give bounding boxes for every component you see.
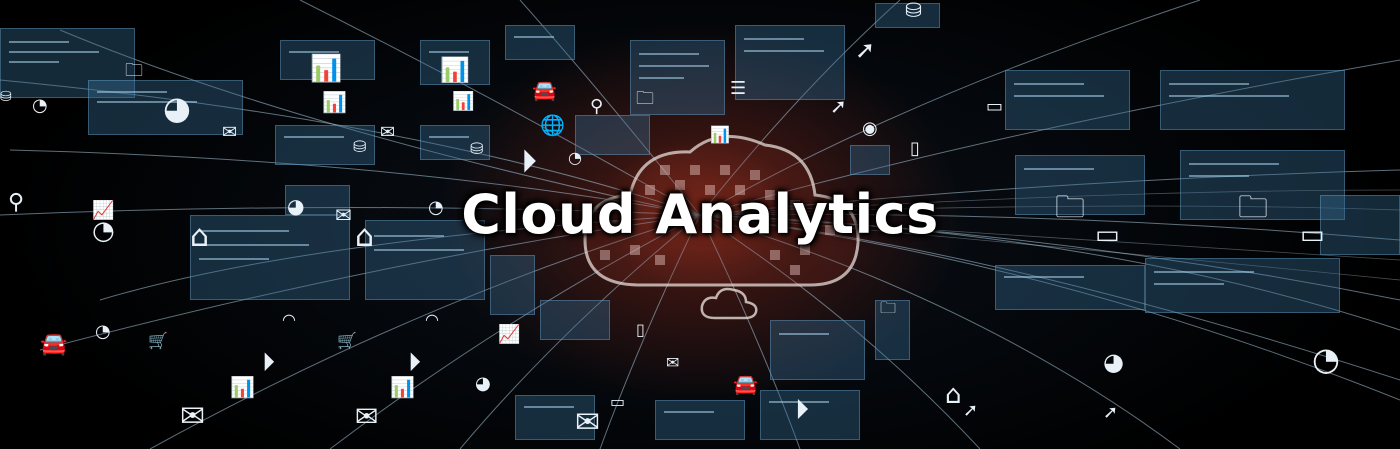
- database-icon: ⛁: [0, 89, 12, 105]
- cursor-icon: ➚: [1103, 402, 1119, 423]
- data-panel: [505, 25, 575, 60]
- line-chart-icon: 📈: [498, 324, 521, 345]
- battery-icon: ▭: [1095, 220, 1120, 250]
- data-panel: [735, 25, 845, 100]
- home-icon: ⌂: [945, 380, 962, 410]
- database-icon: ⛁: [905, 0, 922, 22]
- play-icon: ⏵: [795, 393, 810, 426]
- envelope-icon: ✉: [180, 399, 206, 434]
- data-panel: [0, 28, 135, 98]
- folder-icon: 🗀: [880, 298, 897, 317]
- play-icon: ⏵: [262, 348, 276, 378]
- page-title: Cloud Analytics: [461, 183, 939, 246]
- data-panel: [1160, 70, 1345, 130]
- bar-chart-icon: 📊: [710, 125, 730, 144]
- pie-chart-icon: ◔: [428, 197, 444, 218]
- cart-icon: 🛒: [148, 331, 168, 350]
- envelope-icon: ✉: [380, 122, 396, 143]
- data-panel: [850, 145, 890, 175]
- cursor-icon: ➚: [855, 36, 876, 64]
- data-panel: [770, 320, 865, 380]
- envelope-icon: ✉: [222, 122, 238, 143]
- bar-chart-icon: 📊: [440, 56, 470, 84]
- bar-chart-icon: 📊: [310, 54, 343, 84]
- play-icon: ⏵: [521, 142, 538, 180]
- pie-chart-icon: ◕: [475, 373, 491, 394]
- pie-chart-icon: ◕: [163, 89, 191, 127]
- wifi-icon: ◠: [282, 310, 296, 329]
- line-chart-icon: 📈: [92, 200, 115, 221]
- data-panel: [280, 40, 375, 80]
- data-panel: [655, 400, 745, 440]
- data-panel: [875, 3, 940, 28]
- data-panel: [515, 395, 595, 440]
- cursor-icon: ➚: [963, 400, 979, 421]
- bar-chart-icon: 📊: [230, 375, 255, 399]
- data-panel: [88, 80, 243, 135]
- car-icon: 🚘: [40, 332, 68, 357]
- database-icon: ⛁: [353, 137, 367, 156]
- phone-icon: ▯: [910, 138, 920, 159]
- pie-chart-icon: ◔: [92, 216, 115, 246]
- data-panel: [540, 300, 610, 340]
- home-icon: ⌂: [355, 219, 375, 254]
- battery-icon: ▭: [1300, 220, 1325, 250]
- data-panel: [1005, 70, 1130, 130]
- pie-chart-icon: ◔: [32, 95, 48, 116]
- data-panel: [275, 125, 375, 165]
- pie-chart-icon: ◕: [1103, 348, 1124, 376]
- bar-chart-icon: 📊: [390, 375, 415, 399]
- wifi-icon: ◠: [425, 310, 439, 329]
- folder-icon: 🗀: [1238, 190, 1268, 225]
- data-panel: [420, 125, 490, 160]
- folder-icon: 🗀: [636, 88, 654, 109]
- envelope-icon: ✉: [335, 203, 352, 227]
- data-panel: [575, 115, 650, 155]
- data-panel: [1145, 258, 1340, 313]
- folder-icon: 🗀: [125, 60, 143, 81]
- data-panel: [1320, 195, 1400, 255]
- envelope-icon: ✉: [355, 400, 379, 433]
- data-panel: [1180, 150, 1345, 220]
- play-icon: ⏵: [408, 348, 422, 378]
- data-panel: [995, 265, 1145, 310]
- cart-icon: 🛒: [337, 331, 357, 350]
- bar-chart-icon: 📊: [322, 90, 347, 114]
- cursor-icon: ➚: [830, 94, 847, 118]
- data-panel: [875, 300, 910, 360]
- pie-chart-icon: ◔: [1312, 340, 1340, 378]
- car-icon: 🚘: [532, 78, 557, 102]
- credit-card-icon: ▭: [610, 392, 626, 411]
- settings-sliders-icon: ☰: [730, 78, 747, 99]
- home-icon: ⌂: [190, 219, 210, 254]
- car-icon: 🚘: [733, 372, 758, 396]
- folder-icon: 🗀: [1055, 190, 1085, 225]
- bar-chart-icon: 📊: [452, 91, 475, 112]
- data-panel: [420, 40, 490, 85]
- database-icon: ⛁: [470, 139, 484, 158]
- search-icon: ⚲: [8, 190, 25, 215]
- data-panel: [190, 215, 350, 300]
- pie-chart-icon: ◔: [95, 321, 111, 342]
- data-panel: [760, 390, 860, 440]
- pie-chart-icon: ◕: [287, 194, 305, 218]
- pie-chart-icon: ◔: [568, 148, 582, 167]
- user-icon: ◉: [862, 118, 878, 139]
- envelope-icon: ✉: [575, 405, 601, 440]
- globe-icon: 🌐: [540, 113, 565, 137]
- phone-icon: ▯: [636, 320, 645, 339]
- data-panel: [1015, 155, 1145, 215]
- search-icon: ⚲: [590, 96, 604, 117]
- credit-card-icon: ▭: [986, 96, 1004, 117]
- data-panel: [630, 40, 725, 115]
- envelope-icon: ✉: [666, 353, 680, 372]
- data-panel: [490, 255, 535, 315]
- data-panel: [285, 185, 350, 215]
- data-panel: [365, 220, 485, 300]
